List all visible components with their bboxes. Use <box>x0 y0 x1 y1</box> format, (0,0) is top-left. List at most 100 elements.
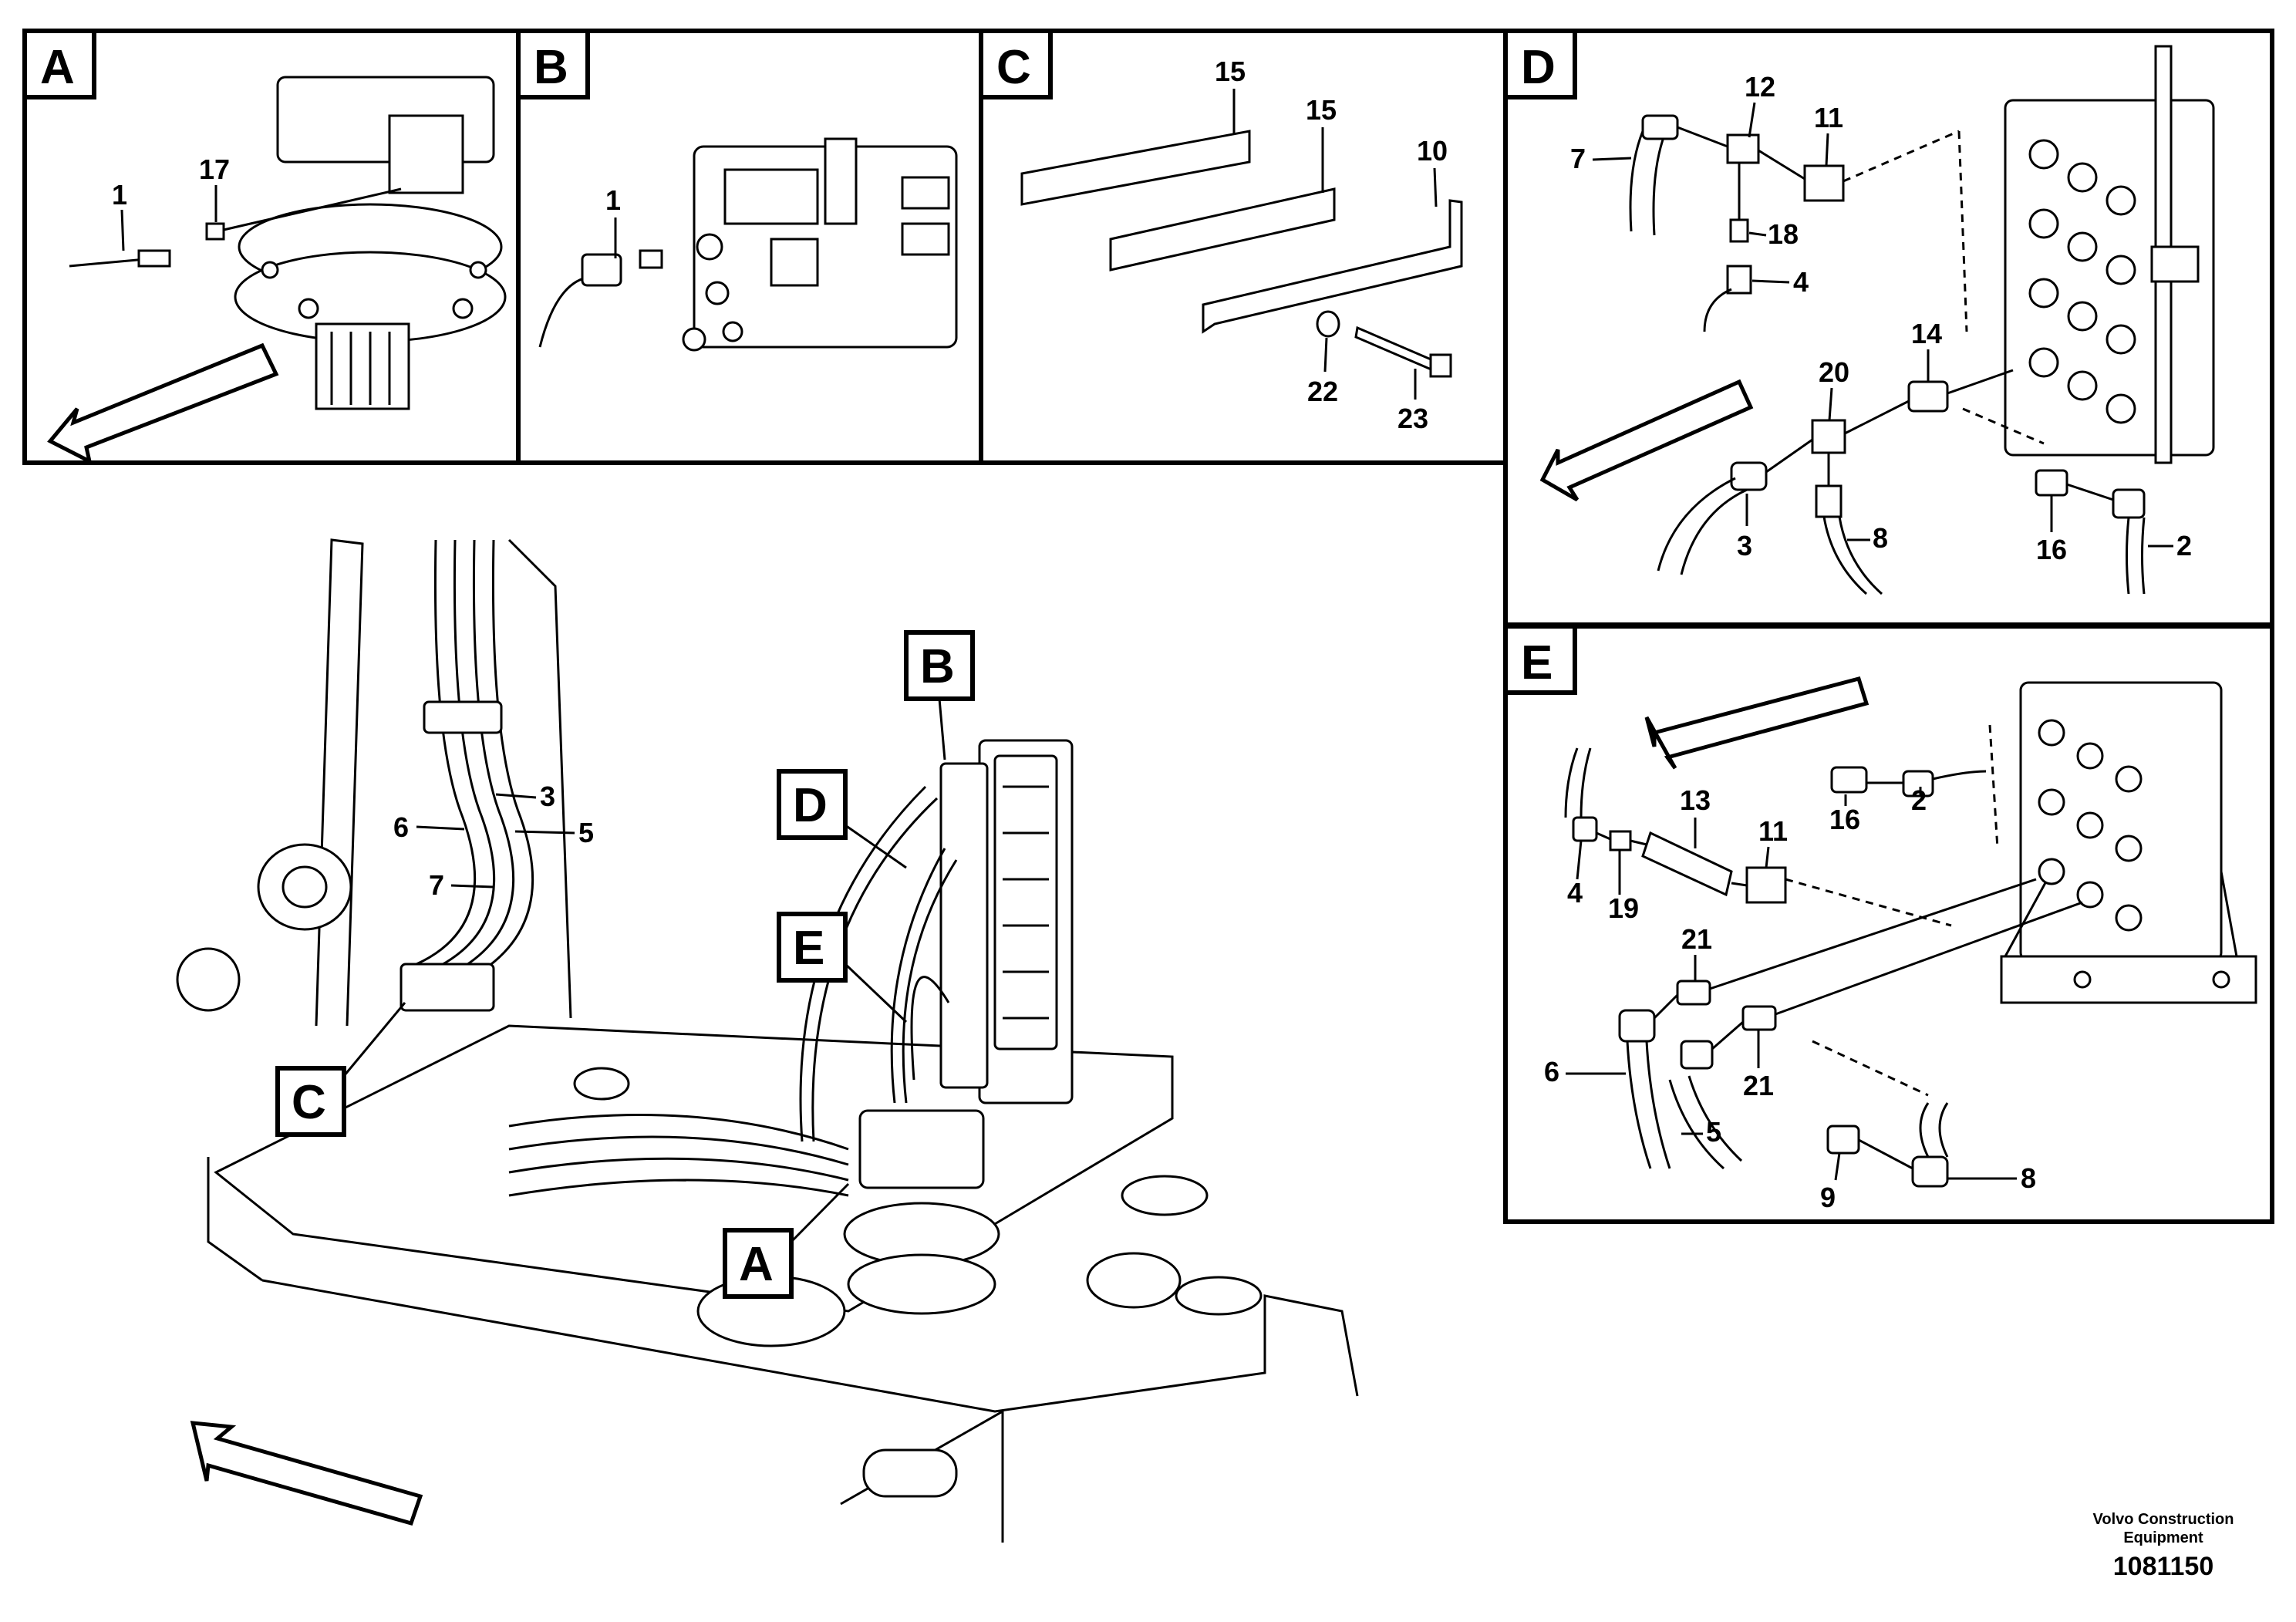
hose-run-to-valve-2 <box>890 848 946 1104</box>
direction-arrow-main <box>190 1421 423 1526</box>
hose-fitting-a <box>137 249 171 268</box>
main-swing-motor <box>858 1109 985 1189</box>
callout-18: 18 <box>1768 218 1799 250</box>
footer: Volvo Construction Equipment 1081150 <box>2093 1511 2234 1581</box>
frame-side <box>207 1157 263 1282</box>
callout-6-e: 6 <box>1544 1056 1559 1088</box>
adapter-21-lower <box>1741 1005 1777 1031</box>
lower-chassis <box>261 1279 1359 1413</box>
hose-5-e <box>1668 1079 1725 1170</box>
detail-tag-a: A <box>40 41 75 94</box>
clamp-plate <box>1202 199 1463 334</box>
chassis-slot <box>862 1448 958 1498</box>
location-tag-c-label: C <box>292 1076 326 1129</box>
inline-filter-13 <box>1641 831 1733 897</box>
document-number: 1081150 <box>2113 1552 2214 1581</box>
elbow-d-left <box>1730 461 1768 491</box>
control-valve-illustration <box>682 137 958 352</box>
hose-2-d <box>2126 517 2130 595</box>
callout-15-lower: 15 <box>1306 94 1337 126</box>
callout-11-d: 11 <box>1814 102 1843 133</box>
upper-frame <box>214 1024 1174 1313</box>
elbow-d-top <box>1641 114 1679 140</box>
direction-arrow-d <box>1539 379 1754 502</box>
nipple-19 <box>1609 830 1632 851</box>
hose-run-to-valve-3 <box>910 976 950 1081</box>
callout-6-main: 6 <box>393 811 409 843</box>
location-tag-e: E <box>777 912 908 1023</box>
hose-4-e <box>1564 747 1579 818</box>
callout-17-a: 17 <box>199 153 230 185</box>
detail-tag-e: E <box>1521 636 1553 690</box>
callout-1-b: 1 <box>605 184 621 216</box>
callout-5-e: 5 <box>1706 1116 1721 1148</box>
frame-opening-4 <box>573 1067 630 1101</box>
detail-tag-d-box <box>1503 29 1577 99</box>
elbow-8-e <box>1911 1155 1949 1188</box>
hose-7-d <box>1629 130 1644 232</box>
swing-motor-illustration <box>234 76 507 410</box>
elbow-4-d <box>1726 265 1752 295</box>
detail-panel-d: D <box>1503 29 2274 627</box>
hose-clamp-upper <box>1020 130 1251 206</box>
boom-mast-right <box>507 538 572 1019</box>
callout-21-upper: 21 <box>1681 923 1712 955</box>
bolt-head <box>1429 353 1452 378</box>
callout-15-upper: 15 <box>1215 56 1246 87</box>
callout-8-e: 8 <box>2021 1162 2036 1194</box>
location-tag-d: D <box>777 769 907 869</box>
callout-1-a: 1 <box>112 179 127 211</box>
washer-22 <box>1316 310 1340 338</box>
adapter-b <box>639 249 663 269</box>
detail-tag-b-box <box>516 29 590 99</box>
callout-23: 23 <box>1397 403 1428 434</box>
frame-opening-3 <box>1175 1276 1263 1316</box>
callout-4-d: 4 <box>1793 266 1809 298</box>
hose-couplings-upper <box>423 700 503 734</box>
detail-panel-a: A 1 17 <box>22 29 521 465</box>
elbow-right-d <box>2112 488 2146 519</box>
hose-8-d <box>1822 516 1867 595</box>
location-tag-d-label: D <box>793 779 828 832</box>
company-name-line2: Equipment <box>2123 1529 2203 1546</box>
callout-9-e: 9 <box>1820 1182 1836 1213</box>
location-tag-c: C <box>275 1002 406 1137</box>
direction-arrow-e <box>1644 676 1870 770</box>
elbow-6-e <box>1618 1009 1656 1043</box>
callout-22: 22 <box>1307 376 1338 407</box>
hose-run-to-motor-1 <box>508 1113 849 1151</box>
callout-3-d: 3 <box>1737 530 1752 561</box>
company-name-line1: Volvo Construction <box>2093 1511 2234 1528</box>
valve-block-e <box>2000 681 2257 1004</box>
location-tag-e-label: E <box>793 922 824 975</box>
direction-arrow-a <box>47 342 279 465</box>
valve-bank <box>939 762 989 1089</box>
hose-bundle-1 <box>416 539 477 966</box>
callout-2-e: 2 <box>1911 784 1927 816</box>
callout-5-main: 5 <box>578 817 594 848</box>
clamp-location-c <box>400 963 495 1012</box>
elbow-11-e <box>1745 866 1787 904</box>
elbow-16-e <box>1830 766 1868 794</box>
detail-panel-b: B 1 <box>516 29 983 465</box>
callout-19: 19 <box>1608 892 1639 924</box>
hose-6-e <box>1626 1040 1652 1169</box>
callout-13: 13 <box>1680 784 1711 816</box>
callout-7-main: 7 <box>429 869 444 901</box>
frame-opening-2 <box>1121 1175 1209 1216</box>
hose-clamp-lower <box>1109 187 1336 271</box>
adapter-17-a <box>205 222 225 241</box>
nipple-18 <box>1729 218 1749 243</box>
coupling-14 <box>1907 380 1949 413</box>
detail-panel-c: C 15 15 10 22 23 <box>979 29 1508 465</box>
elbow-9-e <box>1826 1125 1860 1155</box>
hose-lower-d <box>1703 288 1732 332</box>
detail-tag-e-box <box>1503 624 1577 695</box>
callout-21-lower: 21 <box>1743 1070 1774 1101</box>
callout-20: 20 <box>1819 356 1849 388</box>
detail-tag-c: C <box>996 41 1031 94</box>
callout-10: 10 <box>1417 135 1448 167</box>
location-tag-a: A <box>723 1182 850 1299</box>
detail-panel-e: E <box>1503 624 2274 1224</box>
